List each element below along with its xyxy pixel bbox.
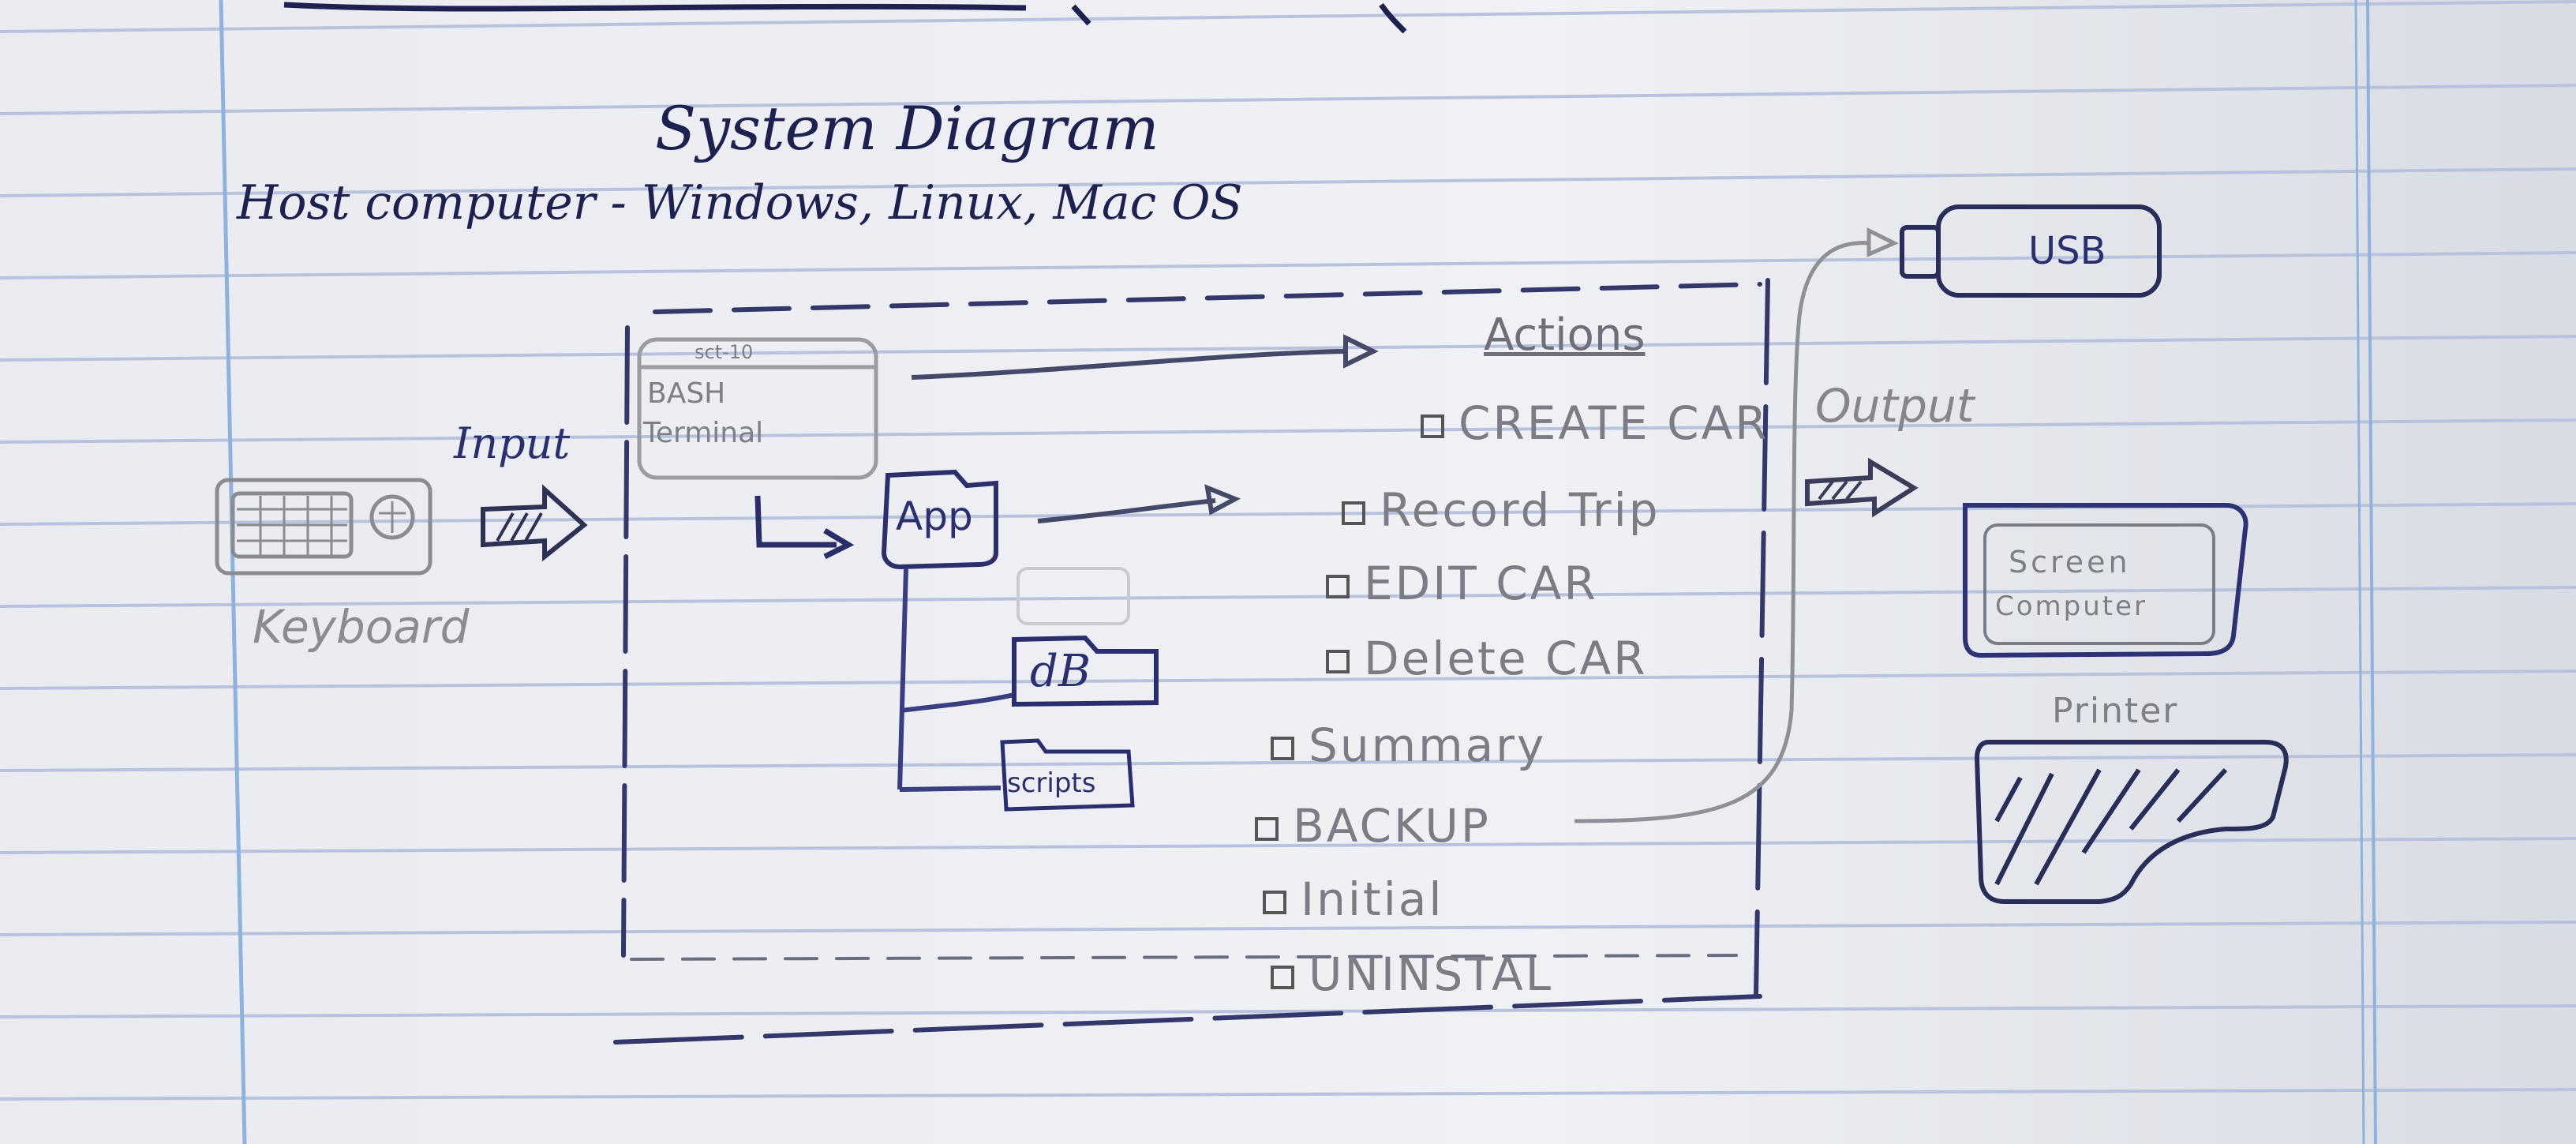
diagram-title: System Diagram bbox=[655, 93, 1159, 163]
ruled-line bbox=[0, 251, 2576, 279]
terminal-label-line2: Terminal bbox=[643, 417, 764, 449]
action-create-car: CREATE CAR bbox=[1421, 396, 1769, 450]
ruled-line bbox=[0, 1004, 2576, 1018]
db-label: dB bbox=[1030, 646, 1091, 697]
action-edit-car: EDIT CAR bbox=[1326, 557, 1598, 610]
tree-connector bbox=[897, 568, 1015, 792]
terminal-to-actions-arrow bbox=[911, 334, 1379, 380]
action-initial: Initial bbox=[1263, 872, 1444, 926]
ruled-line bbox=[0, 921, 2576, 936]
app-label: App bbox=[896, 493, 973, 539]
ruled-line bbox=[0, 84, 2576, 115]
ruled-line bbox=[0, 0, 2576, 33]
db-folder-icon bbox=[1012, 635, 1159, 707]
scripts-folder-icon bbox=[1000, 738, 1135, 812]
launch-arrow bbox=[754, 495, 855, 560]
scripts-label: scripts bbox=[1007, 767, 1096, 799]
output-label: Output bbox=[1815, 379, 1975, 433]
action-summary: Summary bbox=[1271, 718, 1546, 772]
erased-folder-icon bbox=[1017, 567, 1130, 625]
keyboard-label: Keyboard bbox=[253, 600, 470, 654]
ruled-line bbox=[0, 335, 2576, 362]
ruled-line bbox=[0, 418, 2576, 444]
printer-icon bbox=[1974, 740, 2289, 904]
app-to-actions-arrow bbox=[1037, 484, 1241, 523]
action-delete-car: Delete CAR bbox=[1326, 632, 1647, 685]
printer-label: Printer bbox=[2052, 691, 2179, 731]
actions-title: Actions bbox=[1484, 309, 1646, 361]
ruled-line bbox=[0, 1088, 2576, 1101]
action-record-trip: Record Trip bbox=[1342, 483, 1661, 537]
output-arrow bbox=[1805, 457, 1919, 518]
right-margin-line bbox=[2366, 0, 2377, 1144]
screen-computer-icon bbox=[1963, 503, 2248, 658]
usb-drive-icon bbox=[1900, 204, 2162, 298]
host-computer-line: Host computer - Windows, Linux, Mac OS bbox=[237, 175, 1243, 231]
ruled-line bbox=[0, 586, 2576, 608]
ruled-line bbox=[0, 167, 2576, 197]
usb-label: USB bbox=[2028, 229, 2106, 273]
action-backup: BACKUP bbox=[1255, 799, 1491, 853]
screen-label-line2: Computer bbox=[1995, 591, 2148, 622]
screen-label-line1: Screen bbox=[2009, 545, 2131, 580]
input-label: Input bbox=[454, 418, 571, 468]
backup-to-usb-arrow bbox=[1574, 227, 1899, 823]
terminal-label-line1: BASH bbox=[647, 377, 726, 410]
terminal-tab-label: sct-10 bbox=[695, 341, 754, 363]
host-boundary bbox=[613, 278, 1770, 1045]
ruled-line bbox=[0, 670, 2576, 690]
input-arrow bbox=[481, 484, 588, 562]
terminal-icon bbox=[637, 337, 878, 480]
action-uninstall: UNINSTAL bbox=[1271, 947, 1553, 1001]
keyboard-icon bbox=[215, 478, 432, 576]
app-folder-icon bbox=[881, 469, 998, 570]
